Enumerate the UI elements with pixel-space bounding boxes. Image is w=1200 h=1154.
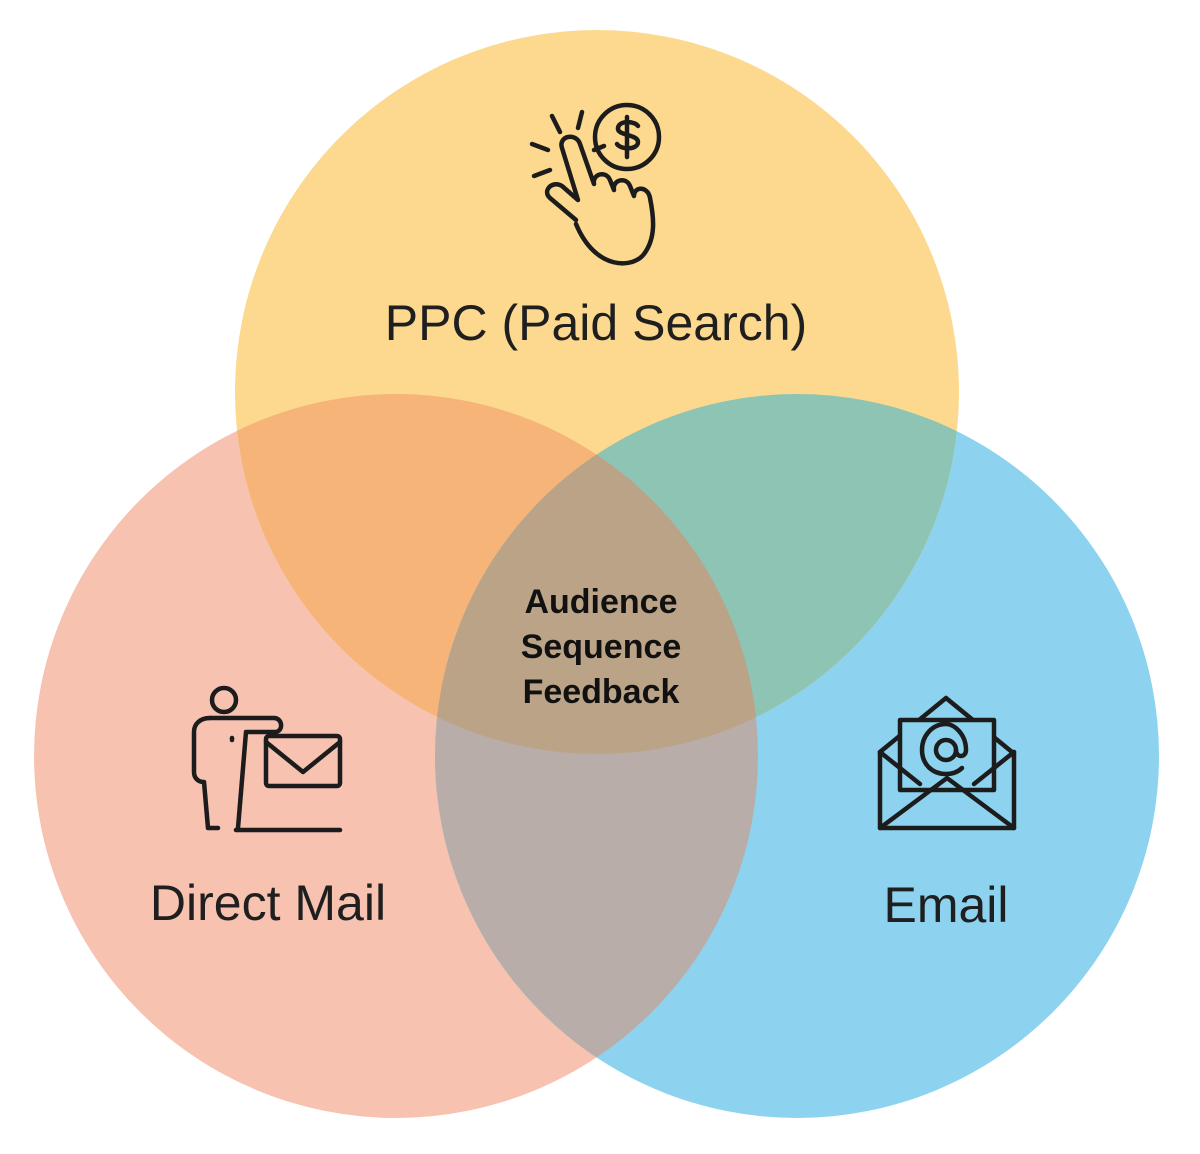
label-email: Email xyxy=(883,877,1008,933)
overlap-all-three xyxy=(435,394,758,754)
open-envelope-at-icon xyxy=(877,695,1017,831)
center-label-audience: Audience xyxy=(524,583,677,621)
center-label-sequence: Sequence xyxy=(521,628,682,666)
hand-click-dollar-icon xyxy=(529,102,662,266)
person-mailbox-icon xyxy=(191,685,343,833)
center-label-feedback: Feedback xyxy=(523,673,680,711)
label-ppc: PPC (Paid Search) xyxy=(385,295,807,351)
label-direct-mail: Direct Mail xyxy=(150,875,386,931)
